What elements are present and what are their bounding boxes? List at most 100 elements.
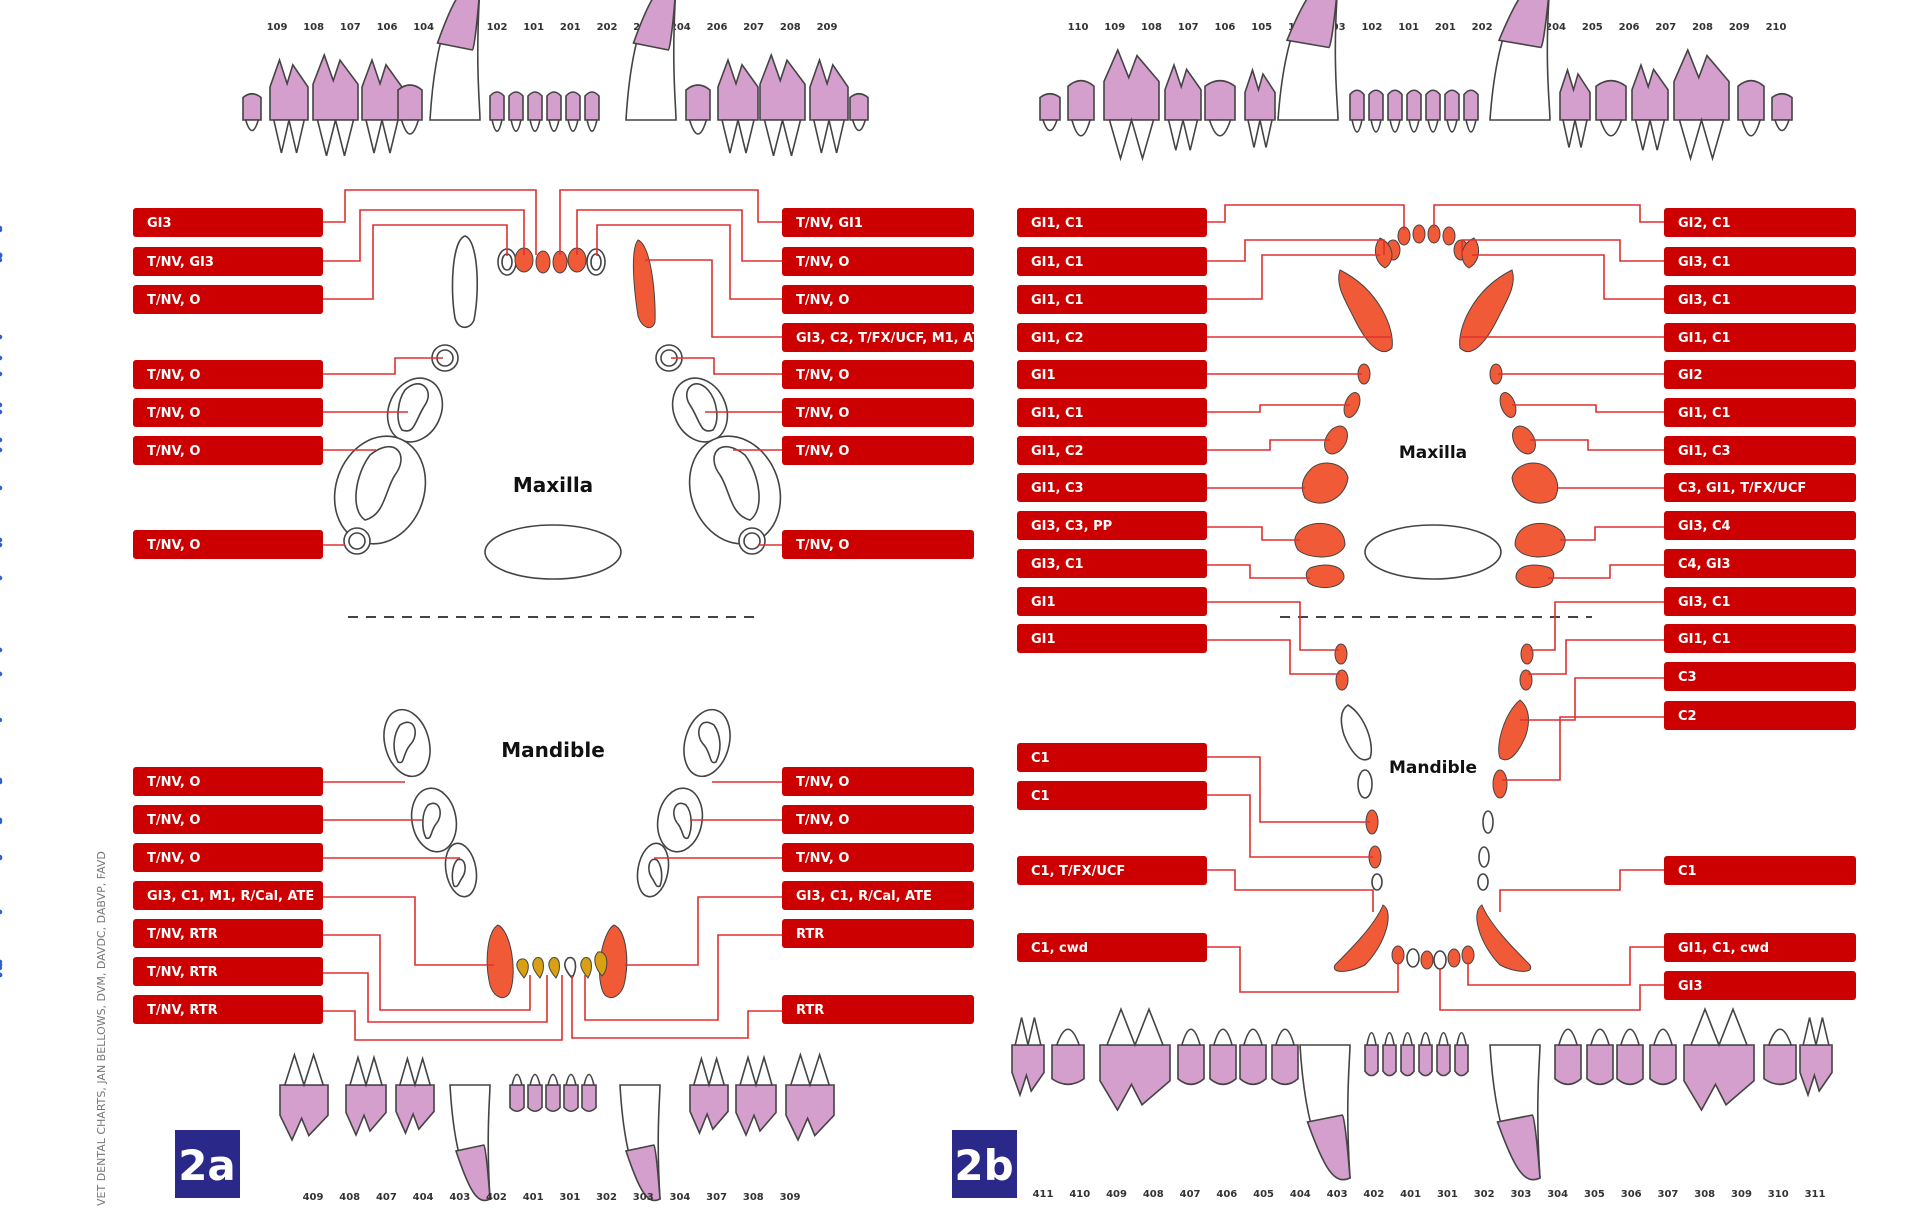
panel_a.upper-tooth-number: 102 <box>487 22 508 33</box>
panel_a.upper-tooth-number: 202 <box>597 22 618 33</box>
panel_b.upper-tooth-number: 101 <box>1398 22 1419 33</box>
panel-a-left-label-box <box>133 530 323 559</box>
incisor-root <box>1370 119 1382 133</box>
panel_a.lower-tooth-number: 302 <box>596 1192 617 1203</box>
panel-b-right-label-box <box>1664 971 1856 1000</box>
tooth-208-affected <box>1511 462 1559 504</box>
molar-root <box>1247 119 1273 148</box>
tooth-206-affected <box>1499 392 1517 418</box>
panel-b-left-label-box <box>1017 208 1207 237</box>
tooth-210-affected <box>1515 564 1555 588</box>
tooth-306-outline <box>1478 846 1490 868</box>
incisor-lateral <box>1771 92 1793 121</box>
incisor-lateral <box>1595 79 1627 121</box>
tooth-409-root <box>393 721 416 764</box>
leader-line <box>571 975 782 1039</box>
tooth-304-affected <box>599 924 628 999</box>
molar-root <box>1634 119 1666 151</box>
panel-a-right-label-box <box>782 881 974 910</box>
panel_a.upper-tooth-number: 109 <box>267 22 288 33</box>
leader-line <box>1207 439 1330 451</box>
canine-crown <box>632 0 676 51</box>
incisor-root <box>511 1073 523 1086</box>
panel_b.lower-tooth-number: 306 <box>1621 1189 1642 1200</box>
leader-line <box>1207 204 1405 230</box>
leader-endpoint <box>0 972 3 978</box>
panel-a-right-label-box <box>782 208 974 237</box>
incisor-root <box>244 119 260 132</box>
leader-endpoint <box>0 537 3 543</box>
panel-b-tag: 2b <box>954 1141 1013 1190</box>
tooth-304-affected <box>1476 904 1532 972</box>
panel-b-left-label-text: C1 <box>1031 751 1050 766</box>
panel-b-right-label-text: GI3, C1 <box>1678 293 1731 308</box>
tooth-208-root <box>713 445 760 521</box>
panel_b.upper-tooth-number: 206 <box>1619 22 1640 33</box>
panel-a-right-label-box <box>782 843 974 872</box>
panel-b-right-label-box <box>1664 398 1856 427</box>
leader-line <box>1207 601 1339 651</box>
leader-line <box>323 357 443 375</box>
leader-endpoint <box>0 409 3 415</box>
tooth-109-affected <box>1294 522 1346 558</box>
incisor-root <box>491 119 503 132</box>
leader-line <box>1499 869 1664 912</box>
panel-a-left-label-text: T/NV, GI3 <box>147 255 214 270</box>
panel-b-right-label-box <box>1664 587 1856 616</box>
panel-a-right-label-box <box>782 436 974 465</box>
panel_a.lower-tooth-number: 409 <box>303 1192 324 1203</box>
panel_b.upper-tooth-number: 105 <box>1251 22 1272 33</box>
panel_a.upper-tooth-number: 106 <box>377 22 398 33</box>
tooth-310-affected <box>1519 669 1533 691</box>
molar-lateral <box>1099 1044 1171 1112</box>
panel-a-left-label-box <box>133 843 323 872</box>
panel_b.lower-tooth-number: 308 <box>1694 1189 1715 1200</box>
panel-b-left-label-text: GI1, C1 <box>1031 255 1084 270</box>
photo-credit: VET DENTAL CHARTS, JAN BELLOWS, DVM, DAV… <box>95 851 108 1206</box>
tooth-407-root <box>451 858 466 888</box>
panel-a-right-label-text: RTR <box>796 927 824 942</box>
panel-a-tag-box <box>175 1130 240 1198</box>
molar-lateral <box>1103 47 1160 121</box>
tooth-104-outline <box>451 235 478 329</box>
panel-a-right-label-text: T/NV, O <box>796 538 849 553</box>
leader-line <box>1560 526 1664 541</box>
leader-endpoint <box>0 959 3 965</box>
tooth-308-affected <box>1492 769 1508 799</box>
panel-b-right-label-box <box>1664 285 1856 314</box>
tooth-401-affected <box>1420 950 1434 970</box>
panel-b-left-label-text: GI1 <box>1031 595 1056 610</box>
molar-lateral <box>1164 62 1202 121</box>
tooth-110-affected <box>1305 564 1345 588</box>
panel_b.lower-tooth-number: 403 <box>1327 1189 1348 1200</box>
panel-b-left-label-text: C1 <box>1031 789 1050 804</box>
leader-line <box>323 975 563 1041</box>
panel-b-left-label-text: GI1 <box>1031 632 1056 647</box>
panel-a-left-label-box <box>133 398 323 427</box>
incisor-lateral <box>1425 89 1441 121</box>
leader-endpoint <box>0 647 3 653</box>
leader-line <box>1439 968 1664 1011</box>
tooth-411-affected <box>1334 643 1348 665</box>
panel-b-left-label-box <box>1017 624 1207 653</box>
molar-root <box>283 1052 325 1088</box>
incisor-lateral <box>1387 89 1403 121</box>
molar-root <box>812 119 846 154</box>
panel-b-right-label-text: C4, GI3 <box>1678 557 1731 572</box>
panel-b-right-label-box <box>1664 662 1856 691</box>
panel-b-left-label-box <box>1017 285 1207 314</box>
incisor-lateral <box>242 92 262 121</box>
incisor-lateral <box>1436 1044 1451 1077</box>
panel-b-right-label-text: C3, GI1, T/FX/UCF <box>1678 481 1806 496</box>
panel_b.lower-tooth-number: 307 <box>1658 1189 1679 1200</box>
panel_a.upper-tooth-number: 201 <box>560 22 581 33</box>
incisor-root <box>688 119 708 135</box>
tooth-311-affected <box>1520 643 1534 665</box>
panel_b.lower-tooth-number: 311 <box>1805 1189 1826 1200</box>
canine-crown <box>454 1144 491 1202</box>
leader-line <box>323 209 525 262</box>
leader-line <box>1512 404 1664 413</box>
panel_b.lower-tooth-number: 303 <box>1510 1189 1531 1200</box>
panel-b-right-label-box <box>1664 549 1856 578</box>
